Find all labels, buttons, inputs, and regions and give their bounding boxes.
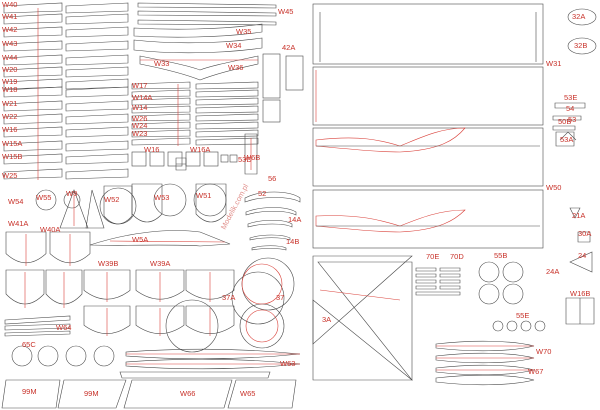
- part-label: W5A: [132, 235, 148, 244]
- part-label: W8: [66, 189, 77, 198]
- part-label: 21A: [572, 211, 585, 220]
- part-label: W6B: [244, 153, 260, 162]
- part-label: 24: [578, 251, 586, 260]
- part-label: 53A: [560, 135, 573, 144]
- part-label: W16: [2, 125, 17, 134]
- part-label: 32B: [574, 41, 587, 50]
- spar-strips: [133, 2, 277, 81]
- part-label: W63: [280, 359, 295, 368]
- part-label: 32A: [572, 12, 585, 21]
- rib-strips-left: [3, 2, 129, 180]
- part-label: W65: [240, 389, 255, 398]
- part-label: W33: [154, 59, 169, 68]
- rib-strips-middle: [131, 81, 259, 146]
- part-label: W55: [36, 193, 51, 202]
- part-label: 99M: [84, 389, 99, 398]
- part-label: W41A: [8, 219, 28, 228]
- part-label: W44: [2, 53, 17, 62]
- part-label: W54: [8, 197, 23, 206]
- part-label: W21: [2, 99, 17, 108]
- part-label: 50B: [558, 117, 571, 126]
- part-label: W20: [2, 65, 17, 74]
- bottom-skins: [1, 379, 297, 409]
- part-label: W15B: [2, 152, 22, 161]
- part-label: W22: [2, 112, 17, 121]
- fairings: [59, 189, 301, 251]
- part-label: 65C: [22, 340, 36, 349]
- part-label: 70E: [426, 252, 439, 261]
- part-label: 99M: [22, 387, 37, 396]
- part-label: 54: [566, 104, 574, 113]
- part-label: 53: [568, 115, 576, 124]
- part-label: W53: [154, 193, 169, 202]
- part-label: W23: [132, 129, 147, 138]
- part-label: 37A: [222, 293, 235, 302]
- part-label: W67: [528, 367, 543, 376]
- part-label: W42: [2, 25, 17, 34]
- part-label: W15A: [2, 139, 22, 148]
- part-label: W52: [104, 195, 119, 204]
- part-label: W35: [236, 27, 251, 36]
- part-label: W43: [2, 39, 17, 48]
- part-label: W66: [180, 389, 195, 398]
- small-panels: [262, 53, 304, 123]
- bulkheads: [5, 183, 295, 367]
- part-label: W16: [144, 145, 159, 154]
- fuselage-skins: [312, 3, 544, 249]
- part-label: W50: [546, 183, 561, 192]
- part-label: W41: [2, 12, 17, 21]
- part-label: 55E: [516, 311, 529, 320]
- lower-strips: [4, 315, 301, 379]
- part-label: 3A: [322, 315, 331, 324]
- part-label: W25: [2, 171, 17, 180]
- part-label: 53E: [564, 93, 577, 102]
- part-labels: W40W41W42W43W44W20W19W18W21W22W16W15AW15…: [2, 0, 591, 398]
- part-label: W14A: [132, 93, 152, 102]
- part-label: W17: [132, 81, 147, 90]
- part-label: 52: [258, 189, 266, 198]
- tail-fin: [312, 255, 413, 381]
- part-label: W45: [278, 7, 293, 16]
- small-tabs-row: [131, 133, 258, 175]
- part-label: 24A: [546, 267, 559, 276]
- part-label: W34: [226, 41, 241, 50]
- part-label: W18: [2, 85, 17, 94]
- part-label: 56: [268, 174, 276, 183]
- part-label: 55B: [494, 251, 507, 260]
- part-label: W39A: [150, 259, 170, 268]
- part-label: W26: [132, 114, 147, 123]
- part-label: 30A: [578, 229, 591, 238]
- part-label: W16B: [570, 289, 590, 298]
- part-label: W70: [536, 347, 551, 356]
- part-label: W16A: [190, 145, 210, 154]
- part-label: W36: [228, 63, 243, 72]
- part-label: 37: [276, 293, 284, 302]
- part-label: W19: [2, 77, 17, 86]
- part-label: 14A: [288, 215, 301, 224]
- part-label: 53D: [238, 155, 252, 164]
- part-label: W31: [546, 59, 561, 68]
- part-label: W51: [196, 191, 211, 200]
- part-label: 14B: [286, 237, 299, 246]
- part-label: W40A: [40, 225, 60, 234]
- part-label: W40: [2, 0, 17, 9]
- part-label: 42A: [282, 43, 295, 52]
- watermark: Modelik.com.pl: [219, 182, 251, 231]
- part-label: W24: [132, 121, 147, 130]
- part-label: W64: [56, 323, 71, 332]
- right-small-parts: [415, 8, 597, 386]
- part-label: 70D: [450, 252, 464, 261]
- part-label: W39B: [98, 259, 118, 268]
- part-label: W14: [132, 103, 147, 112]
